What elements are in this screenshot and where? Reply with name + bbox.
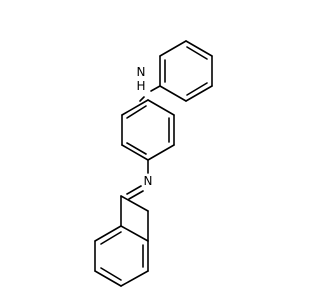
bond [120, 270, 149, 287]
bond [159, 40, 187, 57]
bond [94, 225, 122, 242]
bond [147, 99, 175, 116]
amine-nitrogen-label: N [137, 65, 146, 79]
phenyl-ring-top [159, 40, 213, 102]
bond [94, 270, 122, 287]
bond [120, 225, 149, 242]
double-bond-inner [186, 46, 208, 60]
double-bond-inner [126, 142, 147, 155]
bond [159, 85, 187, 102]
double-bond-inner [100, 231, 122, 245]
molecule-structure: N H N [94, 40, 213, 287]
double-bond-inner [126, 105, 147, 119]
imine-double-bond [126, 185, 142, 195]
imine-nitrogen-label: N [144, 174, 153, 188]
amine-hydrogen-label: H [136, 79, 145, 93]
bond-nh-ring [139, 96, 145, 102]
bond [147, 144, 175, 161]
bond-methyl [120, 195, 149, 212]
bond [121, 99, 149, 116]
bond [185, 40, 213, 57]
bond-nh-phenyl [150, 85, 161, 92]
bond [185, 85, 213, 102]
double-bond-inner [186, 82, 208, 96]
bond [121, 144, 149, 161]
tolyl-ring-bottom [94, 195, 149, 287]
phenylene-ring-center [121, 99, 175, 161]
double-bond-inner [100, 267, 122, 281]
imine-double-bond [128, 190, 144, 200]
